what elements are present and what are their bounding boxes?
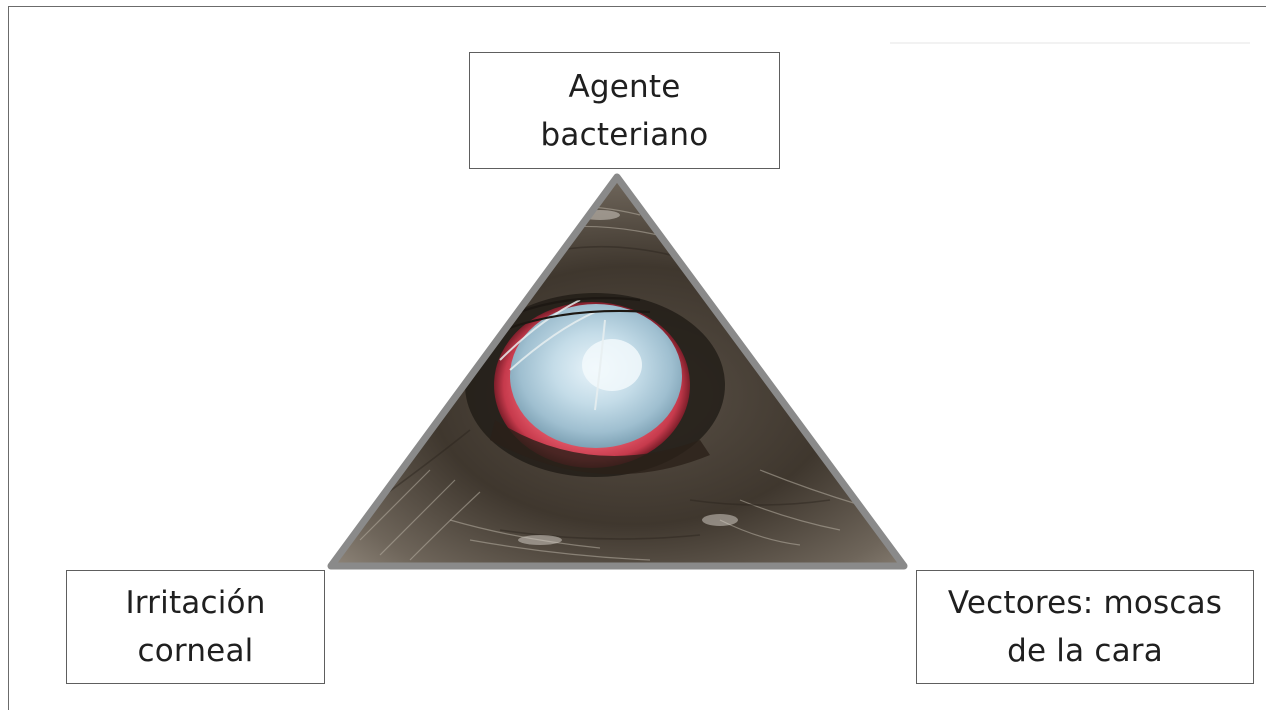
node-vectors-face-flies-label: Vectores: moscas de la cara <box>948 579 1222 675</box>
eye-photo <box>300 170 940 580</box>
node-corneal-irritation-label: Irritación corneal <box>125 579 265 675</box>
node-bacterial-agent-label: Agente bacteriano <box>541 63 709 159</box>
node-vectors-face-flies: Vectores: moscas de la cara <box>916 570 1254 684</box>
node-corneal-irritation: Irritación corneal <box>66 570 325 684</box>
node-bacterial-agent: Agente bacteriano <box>469 52 780 169</box>
